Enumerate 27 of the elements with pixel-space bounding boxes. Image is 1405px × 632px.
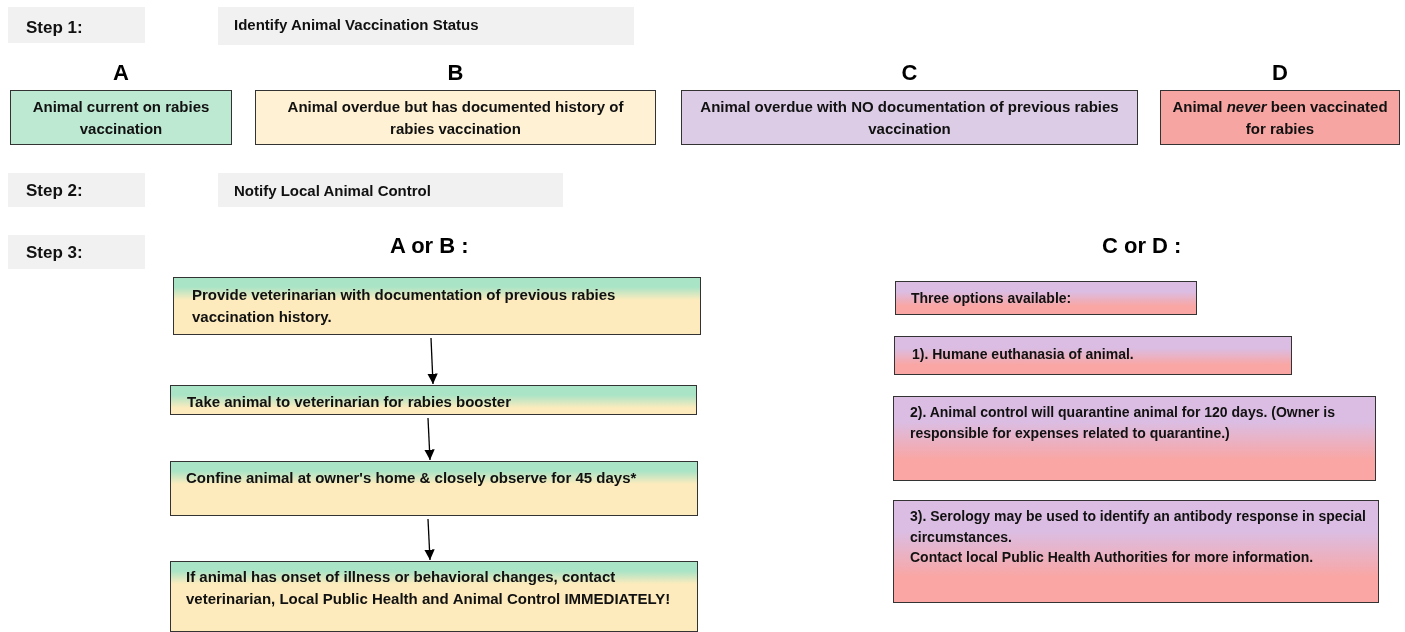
- box-text: If animal has onset of illness or behavioral changes, contact veterinarian, Local Public Health and Animal Control IMMEDIATELY!: [186, 567, 672, 610]
- column-letter: C: [900, 60, 919, 86]
- step-label: Step 3:: [26, 242, 84, 264]
- box-text: Take animal to veterinarian for rabies booster: [187, 392, 512, 412]
- column-letter: A: [112, 60, 130, 86]
- box-text: 2). Animal control will quarantine animal for 120 days. (Owner is responsible for expenses related to quarantine.): [910, 403, 1337, 443]
- box-text: Provide veterinarian with documentation of previous rabies vaccination history.: [192, 285, 617, 328]
- column-letter: B: [446, 60, 465, 86]
- arrow: [427, 337, 438, 385]
- box-text: 1). Humane euthanasia of animal.: [912, 345, 1135, 364]
- box-text: Three options available:: [911, 289, 1073, 308]
- step-label: Step 1:: [26, 17, 84, 39]
- step-text: Notify Local Animal Control: [234, 181, 432, 201]
- box-text: Animal overdue with NO documentation of previous rabies vaccination: [699, 97, 1120, 140]
- column-letter: D: [1271, 60, 1289, 86]
- branch-heading: A or B :: [390, 233, 469, 259]
- branch-heading: C or D :: [1102, 233, 1182, 259]
- step-text: Identify Animal Vaccination Status: [234, 15, 480, 35]
- box-text: Animal never been vaccinated for rabies: [1171, 97, 1389, 140]
- box-text: 3). Serology may be used to identify an antibody response in special circumstances.: [910, 507, 1367, 547]
- arrow: [424, 417, 435, 461]
- box-text: Confine animal at owner's home & closely observe for 45 days*: [186, 468, 638, 488]
- box-text: Animal current on rabies vaccination: [31, 97, 211, 140]
- arrow: [424, 518, 435, 561]
- step-label: Step 2:: [26, 180, 84, 202]
- box-text: Animal overdue but has documented history of rabies vaccination: [286, 97, 625, 140]
- box-text: Contact local Public Health Authorities for more information.: [910, 548, 1315, 568]
